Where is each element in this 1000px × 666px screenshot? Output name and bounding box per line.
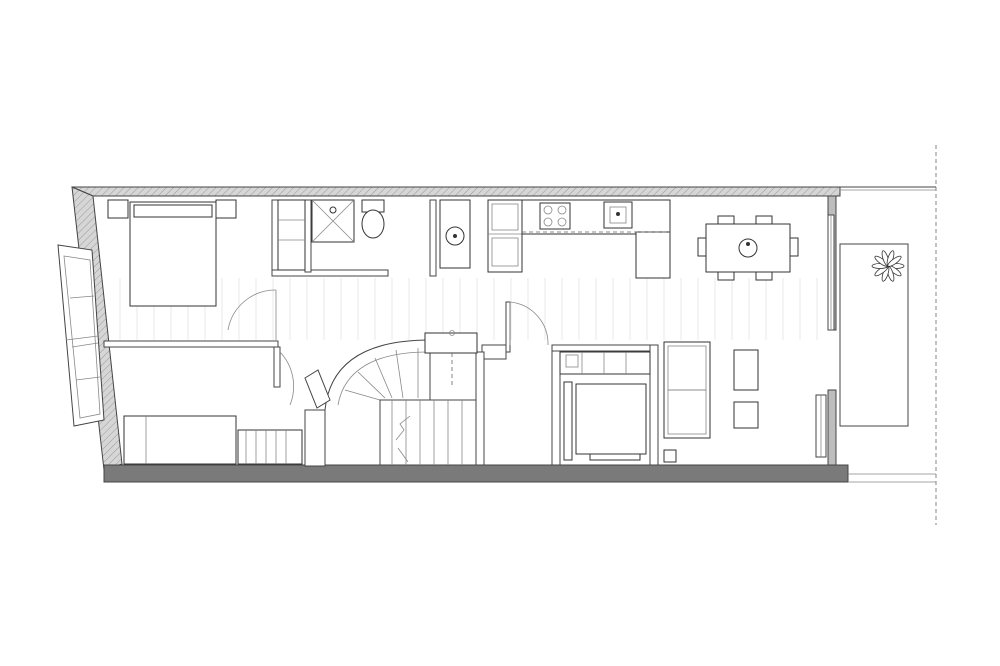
dining-set <box>697 215 799 281</box>
south-facade <box>103 464 849 483</box>
sofa <box>663 341 711 439</box>
living-wall-left <box>551 344 561 466</box>
wash-wall <box>429 199 437 277</box>
kitchen-sink <box>603 201 633 229</box>
chair <box>789 237 799 257</box>
hall-door <box>279 351 294 406</box>
living-wall-right <box>649 344 659 466</box>
spiral-stair <box>304 330 478 466</box>
bedroom-door <box>227 289 277 331</box>
floor-boards <box>119 278 818 340</box>
living-wall-top <box>551 344 657 352</box>
toilet <box>361 199 385 239</box>
chair <box>717 271 735 281</box>
bedroom-partition <box>103 340 279 348</box>
chair <box>717 215 735 225</box>
shower-tray <box>311 199 355 243</box>
double-bed <box>107 199 237 307</box>
doors <box>227 289 549 406</box>
stair-wall-mid-2 <box>475 351 485 466</box>
table-vase <box>738 238 758 258</box>
potted-plant <box>871 250 905 282</box>
chair <box>755 271 773 281</box>
bath-wall-bottom <box>271 269 389 277</box>
side-tables <box>733 349 759 429</box>
shower-drain <box>329 206 337 214</box>
plant-leaf <box>887 255 902 267</box>
twin-bed <box>123 415 237 465</box>
chair <box>755 215 773 225</box>
cooktop <box>539 202 571 230</box>
stair-break <box>395 415 411 441</box>
balcony <box>839 186 936 483</box>
stair-wall-mid <box>481 344 507 360</box>
stair-wall-left <box>304 409 326 467</box>
washbasin <box>439 199 471 269</box>
kitchen-door <box>509 301 549 346</box>
interior-walls <box>103 199 659 467</box>
hall-wall-left <box>273 346 281 388</box>
straight-stair <box>379 399 477 466</box>
floor-lamp <box>663 449 677 463</box>
north-wall <box>71 186 841 197</box>
stair-landing <box>424 332 478 354</box>
bath-wall-left <box>271 199 279 271</box>
bath-divider <box>304 199 312 273</box>
desk-unit <box>559 351 651 461</box>
chair <box>697 237 707 257</box>
east-wall-bottom <box>827 389 837 466</box>
wardrobe <box>277 199 306 271</box>
bay-window <box>57 244 105 427</box>
radiator <box>237 429 303 465</box>
kitchen-cabinets <box>487 199 671 279</box>
stair-rail <box>304 369 331 409</box>
kitchen-column <box>505 301 511 353</box>
balcony-windows <box>815 214 835 458</box>
